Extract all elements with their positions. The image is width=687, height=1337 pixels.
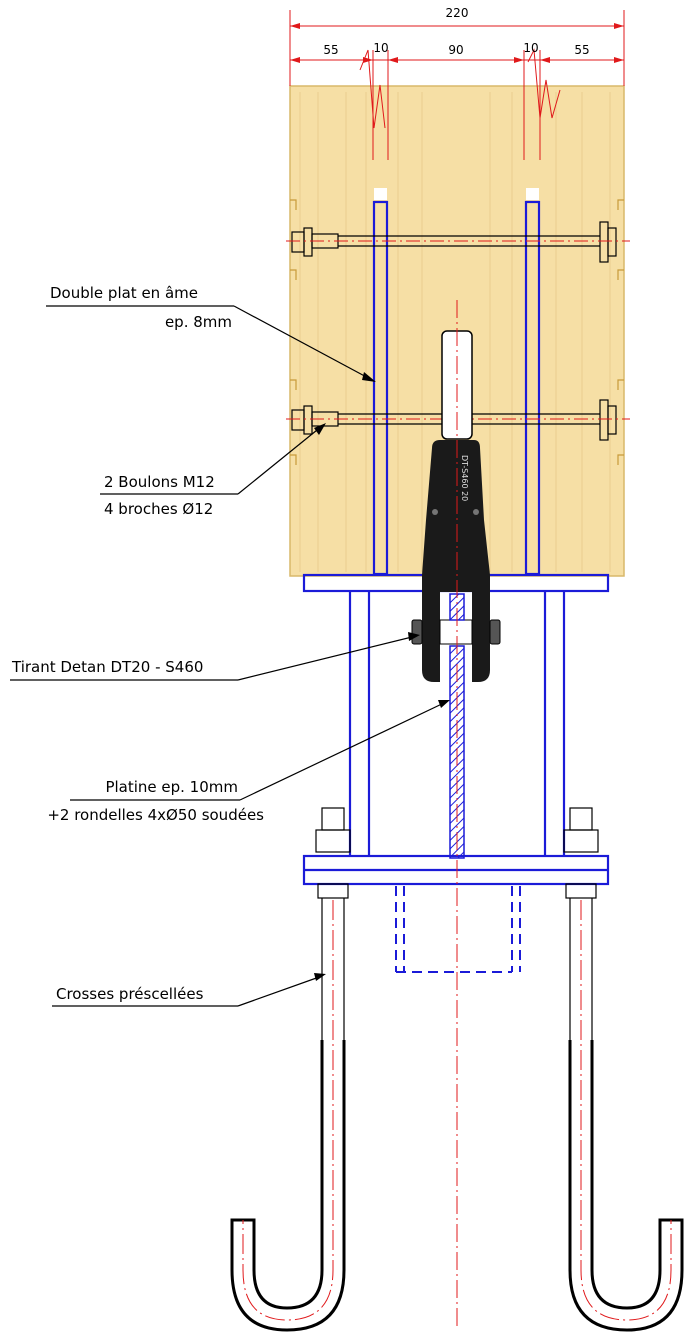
callout-boulons-line2: 4 broches Ø12 [104, 500, 213, 518]
anchor-left [230, 807, 351, 1332]
callout-boulons: 2 Boulons M12 4 broches Ø12 [100, 423, 326, 518]
dimension-lines: 220 55 10 90 10 55 [289, 6, 625, 160]
callout-platine-line1: Platine ep. 10mm [105, 778, 238, 796]
callout-tirant: Tirant Detan DT20 - S460 [10, 632, 420, 681]
callout-platine: Platine ep. 10mm +2 rondelles 4xØ50 soud… [47, 700, 450, 824]
callout-boulons-line1: 2 Boulons M12 [104, 473, 215, 491]
callout-double-plat: Double plat en âme ep. 8mm [46, 284, 376, 382]
fork-marking: DT-S460 20 [460, 455, 469, 501]
callout-crosses-line1: Crosses préscellées [56, 985, 204, 1003]
dim-seg-3: 90 [448, 43, 463, 57]
bolt-upper [286, 221, 630, 263]
dim-seg-5: 55 [574, 43, 589, 57]
tension-rod-fork: DT-S460 20 [411, 330, 501, 682]
base-plate [302, 854, 610, 973]
callout-tirant-line1: Tirant Detan DT20 - S460 [11, 658, 203, 676]
dim-overall: 220 [446, 6, 469, 20]
anchor-right [563, 807, 684, 1332]
callout-crosses: Crosses préscellées [52, 973, 326, 1007]
callout-double-plat-line1: Double plat en âme [50, 284, 198, 302]
callout-platine-line2: +2 rondelles 4xØ50 soudées [47, 806, 264, 824]
dim-seg-2: 10 [373, 41, 388, 55]
dim-seg-4: 10 [523, 41, 538, 55]
callout-double-plat-line2: ep. 8mm [165, 313, 232, 331]
dim-seg-1: 55 [323, 43, 338, 57]
vertical-posts [348, 591, 566, 856]
